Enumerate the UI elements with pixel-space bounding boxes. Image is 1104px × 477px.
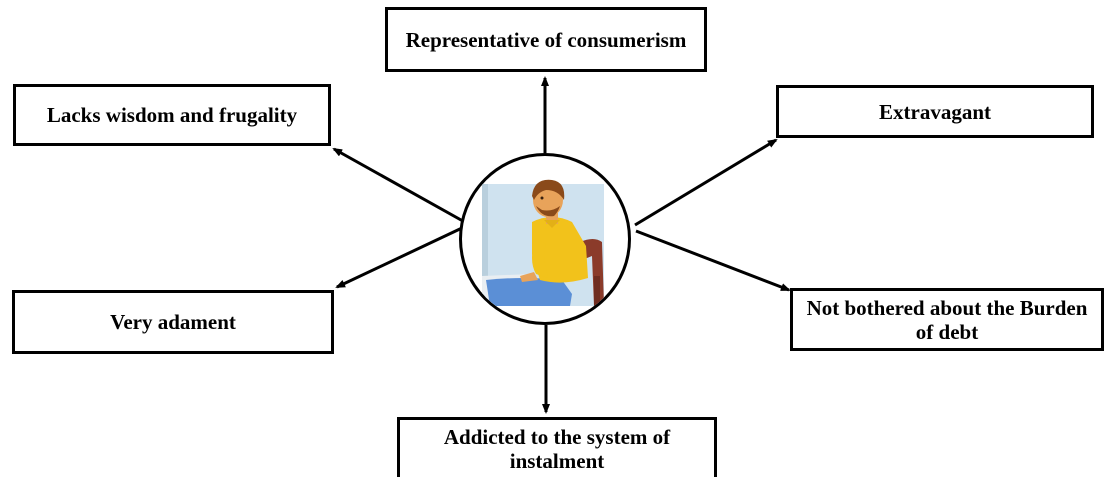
node-lower-right: Not bothered about the Burden of debt bbox=[790, 288, 1104, 351]
arrow-to-upper-left bbox=[332, 147, 471, 227]
center-circle bbox=[459, 153, 631, 325]
arrow-to-upper-right bbox=[634, 138, 778, 227]
arrow-to-lower-right bbox=[635, 229, 791, 292]
node-bottom: Addicted to the system of instalment bbox=[397, 417, 717, 477]
node-upper-right-text: Extravagant bbox=[879, 99, 991, 124]
arrow-to-lower-left bbox=[335, 226, 463, 289]
node-upper-right: Extravagant bbox=[776, 85, 1094, 138]
node-lower-left-text: Very adament bbox=[110, 310, 236, 334]
node-bottom-text: Addicted to the system of instalment bbox=[443, 425, 671, 473]
node-upper-left: Lacks wisdom and frugality bbox=[13, 84, 331, 146]
node-lower-right-text: Not bothered about the Burden of debt bbox=[806, 295, 1088, 344]
node-upper-left-text: Lacks wisdom and frugality bbox=[46, 103, 298, 127]
node-top: Representative of consumerism bbox=[385, 7, 707, 72]
node-top-text: Representative of consumerism bbox=[405, 27, 687, 52]
node-lower-left: Very adament bbox=[12, 290, 334, 354]
man-at-desk-illustration bbox=[482, 179, 604, 308]
